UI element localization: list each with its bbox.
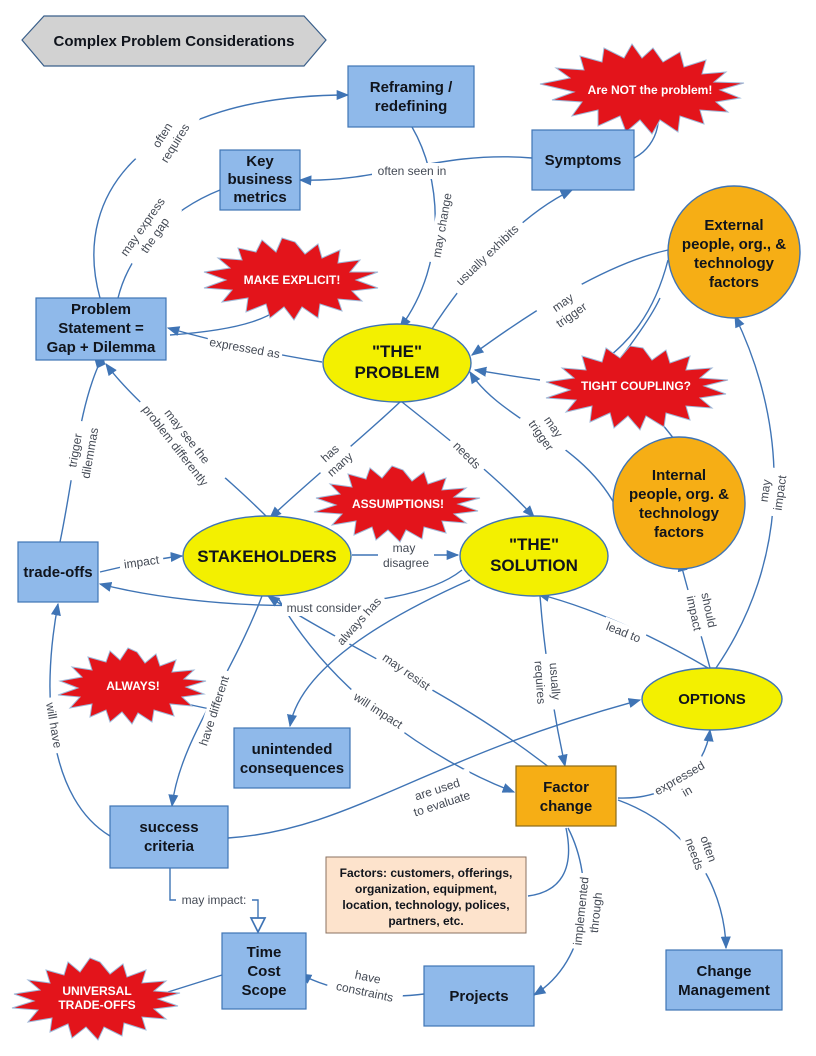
svg-text:trade-offs: trade-offs	[23, 564, 92, 581]
label-may-resist: may resist	[380, 650, 433, 693]
svg-text:"THE"SOLUTION: "THE"SOLUTION	[490, 535, 578, 575]
label-ext-may-trigger: maytrigger	[545, 287, 589, 330]
node-projects[interactable]: Projects	[423, 965, 535, 1027]
svg-text:OPTIONS: OPTIONS	[678, 691, 746, 708]
label-usually-exhibits: usually exhibits	[453, 222, 521, 289]
node-stakeholders[interactable]: STAKEHOLDERS	[182, 515, 352, 597]
label-may-impact-ext: mayimpact	[756, 472, 790, 512]
edge-may-change	[399, 126, 436, 330]
label-may-impact-tcs: may impact:	[182, 893, 247, 907]
svg-text:Are NOT the problem!: Are NOT the problem!	[588, 83, 713, 97]
burst-assumptions: ASSUMPTIONS!	[313, 465, 481, 543]
label-impact: impact	[123, 553, 161, 572]
label-implemented-through: implementedthrough	[570, 876, 606, 947]
svg-text:Reframing /redefining: Reframing /redefining	[370, 79, 453, 115]
title-banner: Complex Problem Considerations	[21, 15, 327, 67]
svg-text:TIGHT COUPLING?: TIGHT COUPLING?	[581, 379, 691, 393]
svg-text:Symptoms: Symptoms	[545, 152, 622, 169]
svg-text:ALWAYS!: ALWAYS!	[106, 679, 160, 693]
node-reframing[interactable]: Reframing /redefining	[347, 65, 475, 128]
label-may-change: may change	[429, 192, 454, 259]
edge-universal-tcs	[167, 974, 223, 993]
node-options[interactable]: OPTIONS	[641, 667, 783, 731]
node-the-problem[interactable]: "THE"PROBLEM	[322, 323, 472, 403]
edge-used-to-evaluate	[227, 698, 642, 839]
label-expressed-as: expressed as	[208, 335, 281, 361]
node-trade-offs[interactable]: trade-offs	[17, 541, 99, 603]
svg-text:Projects: Projects	[449, 988, 508, 1005]
edge-tight-coupling-problem	[473, 366, 541, 381]
node-symptoms[interactable]: Symptoms	[531, 129, 635, 191]
label-needs: needs	[450, 439, 483, 472]
label-often-seen-in: often seen in	[378, 164, 447, 178]
svg-text:STAKEHOLDERS: STAKEHOLDERS	[197, 547, 336, 566]
burst-not-problem: Are NOT the problem!	[539, 43, 745, 135]
edge-often-needs	[617, 799, 731, 950]
node-the-solution[interactable]: "THE"SOLUTION	[459, 515, 609, 597]
label-lead-to: lead to	[604, 619, 643, 646]
page-title: Complex Problem Considerations	[54, 33, 295, 50]
edge-factors-note	[527, 827, 570, 897]
svg-text:MAKE EXPLICIT!: MAKE EXPLICIT!	[244, 273, 341, 287]
burst-make-explicit: MAKE EXPLICIT!	[203, 237, 379, 321]
svg-text:ASSUMPTIONS!: ASSUMPTIONS!	[352, 497, 444, 511]
label-usually-requires: usuallyrequires	[532, 659, 564, 704]
svg-text:Factors: customers, offerings,: Factors: customers, offerings,organizati…	[340, 866, 513, 928]
edge-always-has	[287, 579, 471, 728]
label-must-consider: must consider	[287, 601, 362, 615]
svg-text:"THE"PROBLEM: "THE"PROBLEM	[355, 342, 440, 382]
label-will-impact: will impact	[350, 689, 405, 732]
burst-always: ALWAYS!	[57, 647, 207, 725]
burst-tight-coupling: TIGHT COUPLING?	[545, 345, 729, 431]
factors-note: Factors: customers, offerings,organizati…	[325, 856, 527, 934]
